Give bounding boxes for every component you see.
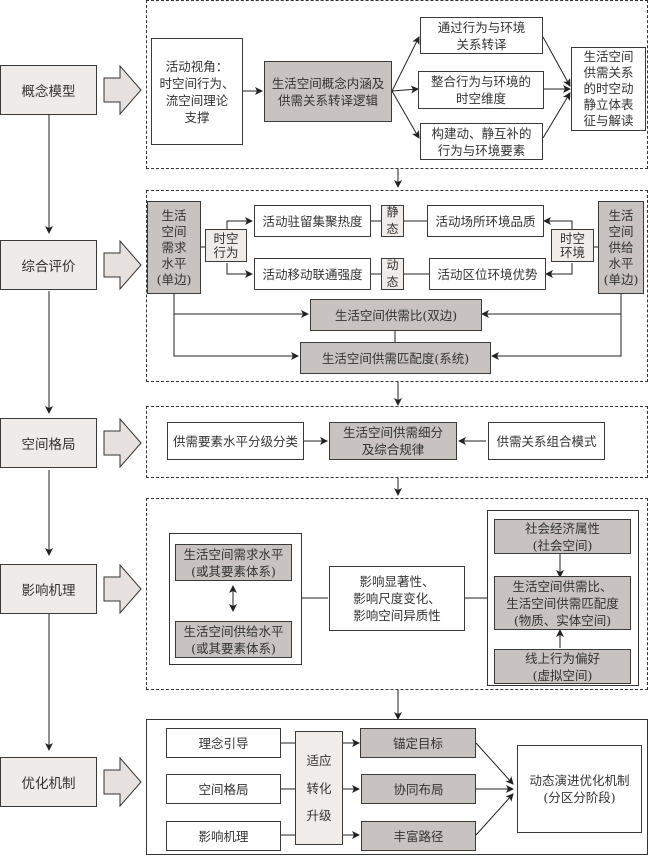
box-text: 供需要素水平分级分类 (172, 433, 298, 449)
input-concept-guidance-box: 理念引导 (166, 728, 281, 758)
box-text: 丰富路径 (393, 828, 444, 844)
factor-group-frame (487, 510, 639, 686)
stage-label: 优化机制 (21, 776, 76, 792)
mech-supply-level-box: 生活空间供给水平 (或其要素体系) (175, 621, 292, 658)
section-optimization-frame (146, 719, 648, 855)
section-pattern-frame (146, 406, 648, 478)
box-text: 静态 (386, 205, 399, 236)
stage-spatial-pattern: 空间格局 (0, 418, 97, 468)
box-text: 生活 空间 供给 水平 (单边) (603, 207, 639, 287)
box-text: 构建动、静互补的 行为与环境要素 (431, 125, 532, 158)
box-text: 影响机理 (198, 828, 249, 844)
adapt-transform-upgrade-box: 适应 转化 升级 (295, 731, 343, 845)
box-text: 协同布局 (393, 781, 444, 797)
dynamic-optimization-result-box: 动态演进优化机制 (分区分阶段) (517, 745, 642, 833)
box-text: 活动移动联通强度 (262, 266, 363, 282)
demand-supply-group-frame (169, 533, 302, 665)
concept-result-box: 生活空间 供需关系 的时空动 静立体表 征与解读 (571, 47, 646, 131)
box-text: 时空 环境 (559, 230, 585, 260)
supply-demand-match-box: 生活空间供需匹配度(系统) (300, 342, 491, 374)
box-text: 活动视角： 时空间行为、 流空间理论 支撑 (159, 58, 235, 125)
subdivision-rule-box: 生活空间供需细分 及综合规律 (329, 422, 457, 460)
box-text: 整合行为与环境的 时空维度 (430, 74, 531, 106)
box-text: 生活空间供给水平 (或其要素体系) (183, 623, 284, 656)
box-text: 供需关系组合模式 (496, 433, 597, 449)
box-text: 生活空间供需比(双边) (334, 307, 458, 323)
spatiotemporal-environment-box: 时空 环境 (551, 229, 594, 262)
box-text: 活动场所环境品质 (435, 213, 536, 229)
stage-influence-mechanism: 影响机理 (0, 564, 97, 614)
transform-text: 转化 (306, 780, 332, 796)
box-text: 动态 (386, 258, 399, 289)
stage-label: 影响机理 (21, 583, 76, 599)
box-text: 生活空间供需细分 及综合规律 (342, 425, 443, 457)
stage-concept-model: 概念模型 (0, 65, 97, 115)
supply-demand-ratio-box: 生活空间供需比(双边) (310, 299, 482, 331)
section-mechanism-frame (146, 498, 648, 690)
branch-integrate-box: 整合行为与环境的 时空维度 (418, 71, 544, 109)
combination-mode-box: 供需关系组合模式 (488, 422, 605, 460)
static-box: 静态 (381, 205, 404, 237)
venue-quality-box: 活动场所环境品质 (427, 205, 544, 237)
box-text: 社会经济属性 (社会空间) (524, 520, 600, 553)
upgrade-text: 升级 (306, 807, 332, 823)
influence-attributes-box: 影响显著性、 影响尺度变化、 影响空间异质性 (329, 566, 465, 631)
block-arrow-icon (103, 240, 142, 290)
mech-demand-level-box: 生活空间需求水平 (或其要素体系) (175, 544, 292, 581)
input-influence-mechanism-box: 影响机理 (166, 821, 281, 851)
block-arrow-icon (103, 757, 142, 807)
box-text: 活动区位环境优势 (437, 266, 538, 282)
activity-view-box: 活动视角： 时空间行为、 流空间理论 支撑 (151, 38, 243, 145)
box-text: 影响显著性、 影响尺度变化、 影响空间异质性 (353, 574, 441, 623)
ratio-match-box: 生活空间供需比、 生活空间供需匹配度 (物质、实体空间) (494, 576, 631, 630)
box-text: 生活 空间 需求 水平 (单边) (156, 207, 192, 287)
box-text: 生活空间供需比、 生活空间供需匹配度 (物质、实体空间) (506, 578, 619, 628)
demand-level-box: 生活 空间 需求 水平 (单边) (147, 201, 201, 294)
box-text: 生活空间供需匹配度(系统) (321, 350, 470, 366)
section-evaluation-frame (146, 190, 648, 382)
stage-optimization-mechanism: 优化机制 (0, 757, 97, 807)
box-text: 动态演进优化机制 (分区分阶段) (529, 773, 630, 805)
stage-comprehensive-evaluation: 综合评价 (0, 240, 97, 290)
stage-label: 空间格局 (21, 437, 76, 453)
box-text: 时空 行为 (213, 230, 239, 260)
adapt-text: 适应 (306, 753, 332, 769)
supply-level-box: 生活 空间 供给 水平 (单边) (598, 201, 644, 294)
box-text: 线上行为偏好 (虚拟空间) (524, 650, 600, 683)
core-logic-box: 生活空间概念内涵及 供需关系转译逻辑 (264, 61, 392, 122)
online-preference-box: 线上行为偏好 (虚拟空间) (494, 649, 631, 684)
block-arrow-icon (103, 564, 142, 614)
box-text: 通过行为与环境 关系转译 (437, 19, 526, 52)
move-link-box: 活动移动联通强度 (254, 258, 371, 290)
box-text: 空间格局 (198, 781, 249, 797)
section-concept-frame (146, 0, 648, 169)
anchor-goal-box: 锚定目标 (360, 728, 476, 758)
box-text: 生活空间 供需关系 的时空动 静立体表 征与解读 (583, 49, 634, 128)
socio-economic-box: 社会经济属性 (社会空间) (494, 519, 631, 554)
input-spatial-pattern-box: 空间格局 (166, 774, 281, 804)
level-classification-box: 供需要素水平分级分类 (167, 422, 304, 460)
dynamic-box: 动态 (381, 258, 404, 290)
location-advantage-box: 活动区位环境优势 (429, 258, 546, 290)
box-text: 生活空间概念内涵及 供需关系转译逻辑 (271, 75, 385, 108)
stay-heat-box: 活动驻留集聚热度 (254, 205, 371, 237)
branch-translate-box: 通过行为与环境 关系转译 (420, 17, 543, 54)
block-arrow-icon (103, 65, 142, 115)
box-text: 生活空间需求水平 (或其要素体系) (183, 546, 284, 579)
coordinated-layout-box: 协同布局 (361, 774, 476, 804)
enrich-path-box: 丰富路径 (361, 821, 476, 851)
stage-label: 概念模型 (21, 84, 76, 100)
spatiotemporal-behavior-box: 时空 行为 (205, 229, 247, 262)
box-text: 活动驻留集聚热度 (262, 213, 363, 229)
box-text: 锚定目标 (392, 735, 443, 751)
box-text: 理念引导 (198, 735, 249, 751)
block-arrow-icon (103, 418, 142, 468)
branch-construct-box: 构建动、静互补的 行为与环境要素 (420, 123, 543, 160)
stage-label: 综合评价 (21, 259, 76, 275)
